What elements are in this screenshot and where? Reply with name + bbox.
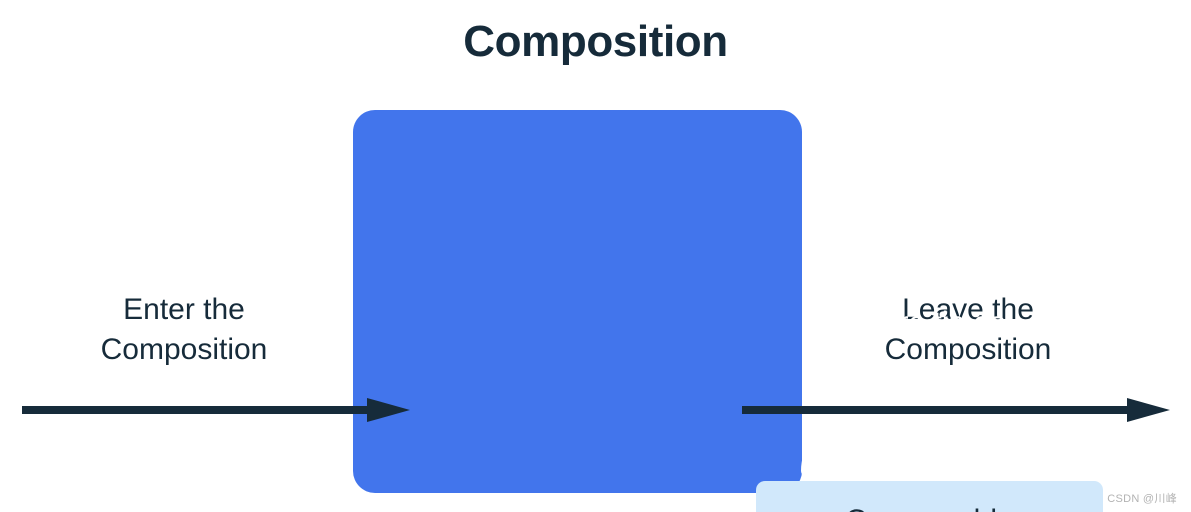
leave-composition-arrow-icon <box>742 398 1170 422</box>
watermark: CSDN @川峰 <box>1107 493 1177 505</box>
page-title: Composition <box>463 17 728 66</box>
composition-box: Recompose 0 or more times Composable <box>353 110 1103 512</box>
enter-composition-arrow-icon <box>22 398 410 422</box>
recompose-loop-arrow-icon <box>801 396 1057 476</box>
composable-node-label: Composable <box>845 505 1013 512</box>
enter-composition-label: Enter the Composition <box>100 293 268 366</box>
composable-node: Composable <box>756 481 1103 512</box>
leave-composition-label: Leave the Composition <box>884 293 1052 366</box>
recompose-caption: Recompose 0 or more times <box>820 265 1042 339</box>
